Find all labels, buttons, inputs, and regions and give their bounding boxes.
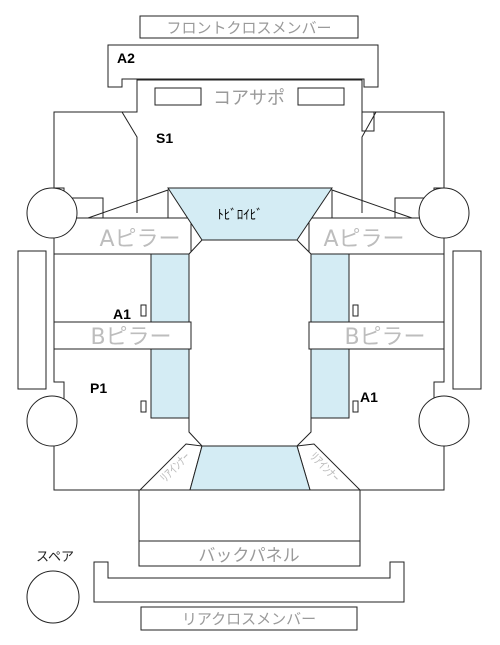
back-panel-label: バックパネル — [198, 546, 299, 566]
core-support-label: コアサポ — [213, 88, 285, 109]
rear-cross-member-box — [140, 606, 358, 631]
rear-right-wheel — [418, 395, 470, 447]
code-a1-left: A1 — [113, 306, 131, 322]
a-pillar-left-label: Aピラー — [99, 227, 180, 252]
marker-right-upper — [352, 304, 359, 317]
b-pillar-right-label: Bピラー — [344, 325, 425, 350]
marker-p1 — [140, 400, 147, 413]
code-s1: S1 — [156, 130, 173, 146]
core-support-left-box — [154, 87, 202, 106]
front-left-wheel — [26, 187, 78, 239]
code-p1: P1 — [90, 380, 107, 396]
trunk-area — [138, 489, 361, 542]
left-door-panel — [17, 250, 47, 390]
rear-cross-member-label: リアクロスメンバー — [182, 610, 316, 628]
marker-a1-right — [352, 400, 359, 413]
right-door-panel — [452, 250, 482, 390]
back-panel-box — [138, 540, 361, 567]
front-bracket-a2 — [107, 44, 379, 88]
b-pillar-right-band — [308, 321, 445, 350]
cabin-floor — [188, 239, 312, 447]
code-a1-right: A1 — [360, 389, 378, 405]
rear-bracket — [93, 561, 405, 603]
dash-panel-label: ﾄﾋﾞﾛｲﾋﾞ — [217, 208, 263, 223]
a-pillar-left-band — [53, 217, 192, 255]
front-right-wheel — [418, 187, 470, 239]
rear-floor — [189, 445, 311, 491]
front-cross-member-label: フロントクロスメンバー — [166, 19, 331, 37]
marker-a1-left — [140, 304, 147, 317]
front-cross-member-box — [139, 15, 359, 39]
spare-label: スペア — [36, 550, 74, 565]
b-pillar-left-band — [53, 321, 192, 350]
code-a2: A2 — [117, 50, 135, 66]
b-pillar-left-label: Bピラー — [90, 325, 171, 350]
rear-left-wheel — [26, 395, 78, 447]
core-support-right-box — [297, 87, 345, 106]
a-pillar-right-label: Aピラー — [323, 227, 404, 252]
spare-tire — [26, 570, 80, 624]
